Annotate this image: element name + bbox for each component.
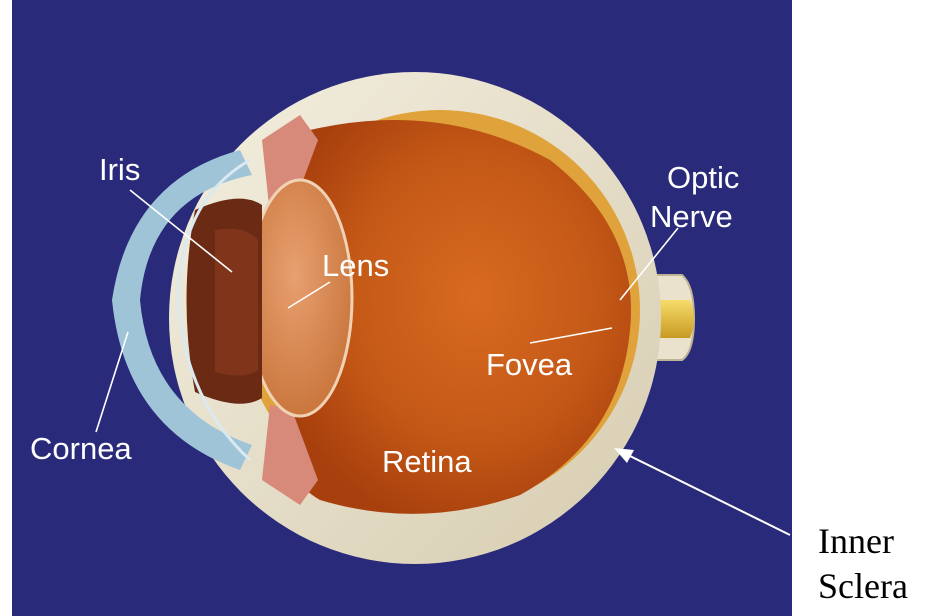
- external-label-line2: Sclera: [818, 566, 908, 606]
- external-label-line1: Inner: [818, 521, 894, 561]
- label-lens: Lens: [322, 248, 389, 283]
- label-optic-line2: Nerve: [650, 199, 733, 234]
- label-retina: Retina: [382, 444, 472, 479]
- label-fovea: Fovea: [486, 347, 573, 382]
- label-optic-line1: Optic: [667, 160, 739, 195]
- iris: [187, 199, 263, 404]
- lens: [248, 180, 352, 416]
- label-iris: Iris: [99, 152, 140, 187]
- label-cornea: Cornea: [30, 431, 132, 466]
